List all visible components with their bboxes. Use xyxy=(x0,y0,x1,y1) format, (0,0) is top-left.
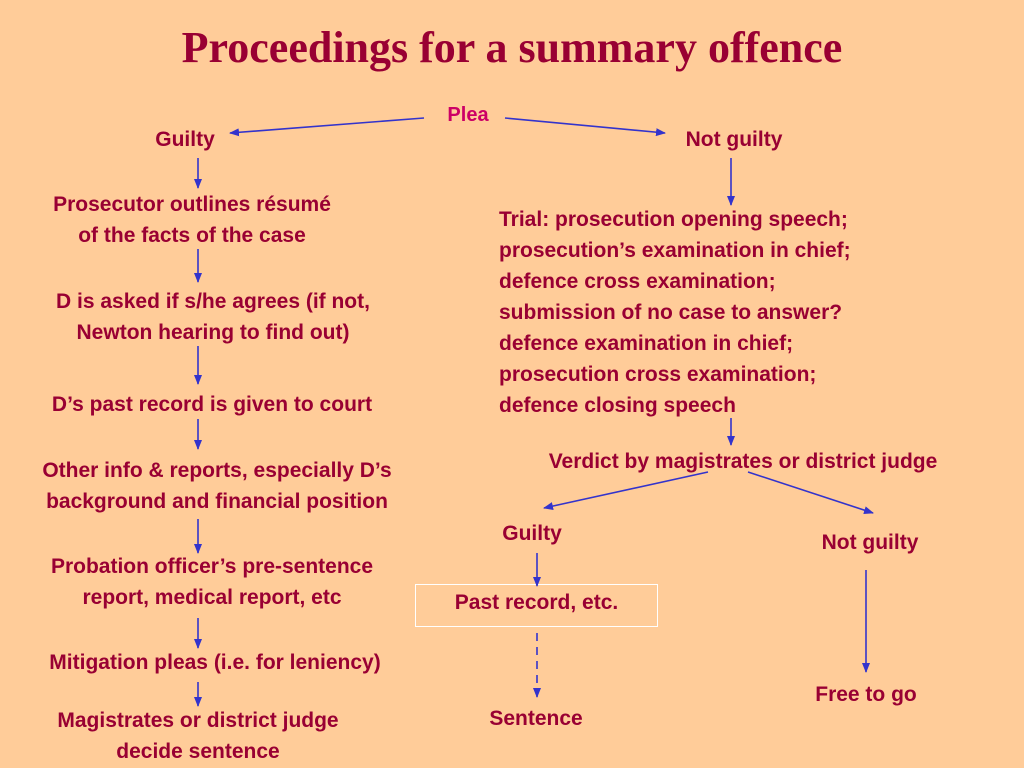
page-title: Proceedings for a summary offence xyxy=(181,23,843,72)
not-guilty-label: Not guilty xyxy=(685,128,783,151)
step-mitigation-pleas: Mitigation pleas (i.e. for leniency) xyxy=(49,651,381,674)
verdict-label: Verdict by magistrates or district judge xyxy=(548,450,938,473)
step-past-record: D’s past record is given to court xyxy=(51,393,373,416)
verdict-not-guilty-label: Not guilty xyxy=(821,531,919,554)
step-other-info: Other info & reports, especially D’s bac… xyxy=(42,459,392,513)
verdict-guilty-label: Guilty xyxy=(502,522,562,545)
step-decide-sentence: Magistrates or district judge decide sen… xyxy=(57,709,339,763)
free-to-go-label: Free to go xyxy=(815,683,917,706)
step-probation-report: Probation officer’s pre-sentence report,… xyxy=(50,555,374,609)
step-defendant-asked: D is asked if s/he agrees (if not, Newto… xyxy=(56,290,370,344)
arrow-plea-to-guilty xyxy=(229,117,425,137)
arrow-verdict-to-not-guilty xyxy=(747,471,874,514)
arrow-plea-to-not-guilty xyxy=(504,117,666,137)
plea-label: Plea xyxy=(447,104,489,126)
sentence-label: Sentence xyxy=(489,707,583,730)
arrow-verdict-to-guilty xyxy=(543,471,709,510)
step-prosecutor-outlines: Prosecutor outlines résumé of the facts … xyxy=(53,193,331,247)
trial-steps: Trial: prosecution opening speech; prose… xyxy=(499,208,851,417)
guilty-label: Guilty xyxy=(155,128,215,151)
